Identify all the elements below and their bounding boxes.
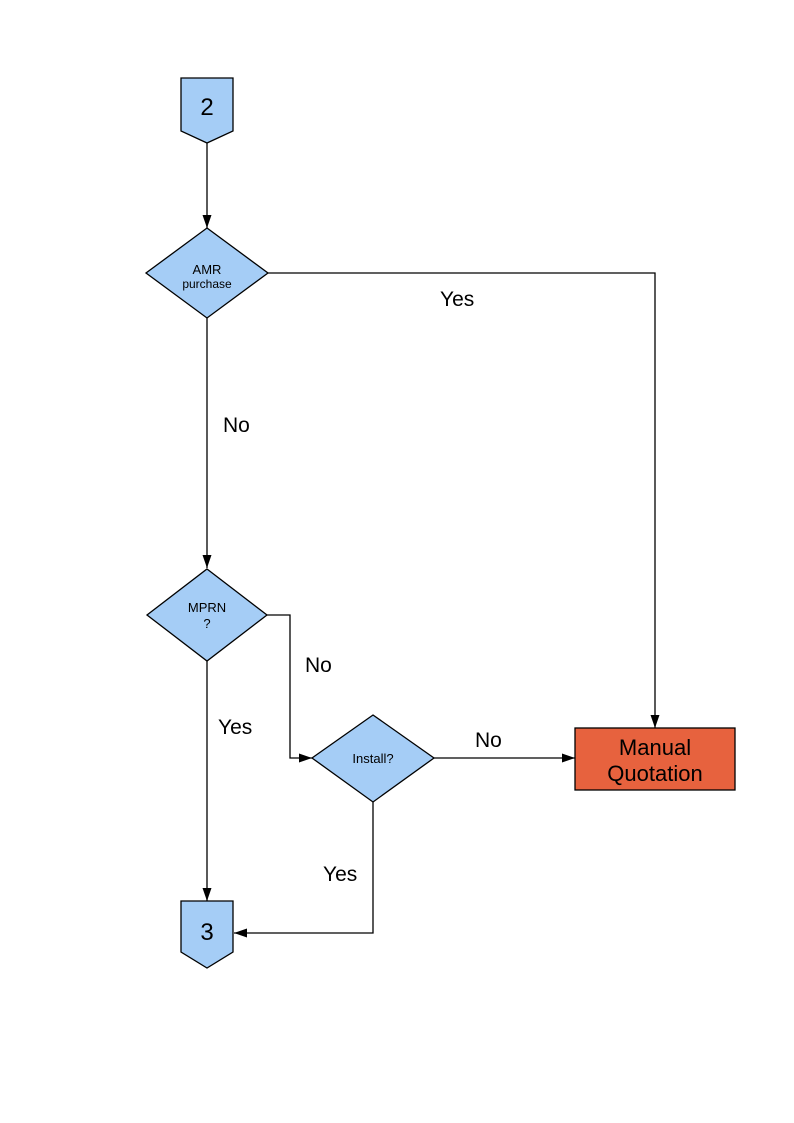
amr-purchase-label-line2: purchase: [182, 277, 232, 291]
connector-3-label: 3: [200, 919, 213, 946]
nodes: 2 AMR purchase MPRN ? Install? Manual Qu…: [144, 77, 736, 969]
edge-amr-yes-to-manual-quotation: [268, 272, 660, 728]
manual-quotation-label-line2: Quotation: [607, 761, 702, 786]
edge-label-mprn-no: No: [305, 654, 332, 677]
node-process-manual-quotation: [574, 727, 736, 791]
node-decision-mprn: [145, 568, 269, 662]
edge-label-install-yes: Yes: [323, 863, 357, 886]
mprn-label-line1: MPRN: [188, 600, 226, 615]
connector-2-label: 2: [200, 94, 213, 121]
mprn-label-line2: ?: [203, 616, 210, 631]
manual-quotation-label-line1: Manual: [619, 735, 691, 760]
edge-labels: Yes No No Yes No Yes: [218, 288, 502, 886]
amr-purchase-label-line1: AMR: [193, 262, 222, 277]
edge-label-amr-yes: Yes: [440, 288, 474, 311]
edges: [202, 143, 660, 938]
edge-label-amr-no: No: [223, 414, 250, 437]
install-label: Install?: [352, 751, 393, 766]
edge-label-mprn-yes: Yes: [218, 716, 252, 739]
edge-label-install-no: No: [475, 729, 502, 752]
edge-mprn-no-to-install: [267, 614, 312, 763]
edge-install-yes-to-connector3: [234, 802, 374, 938]
node-off-page-connector-3: [180, 900, 234, 969]
node-off-page-connector-2: [180, 77, 234, 144]
node-decision-install: [310, 714, 436, 803]
node-decision-amr-purchase: [144, 227, 270, 319]
